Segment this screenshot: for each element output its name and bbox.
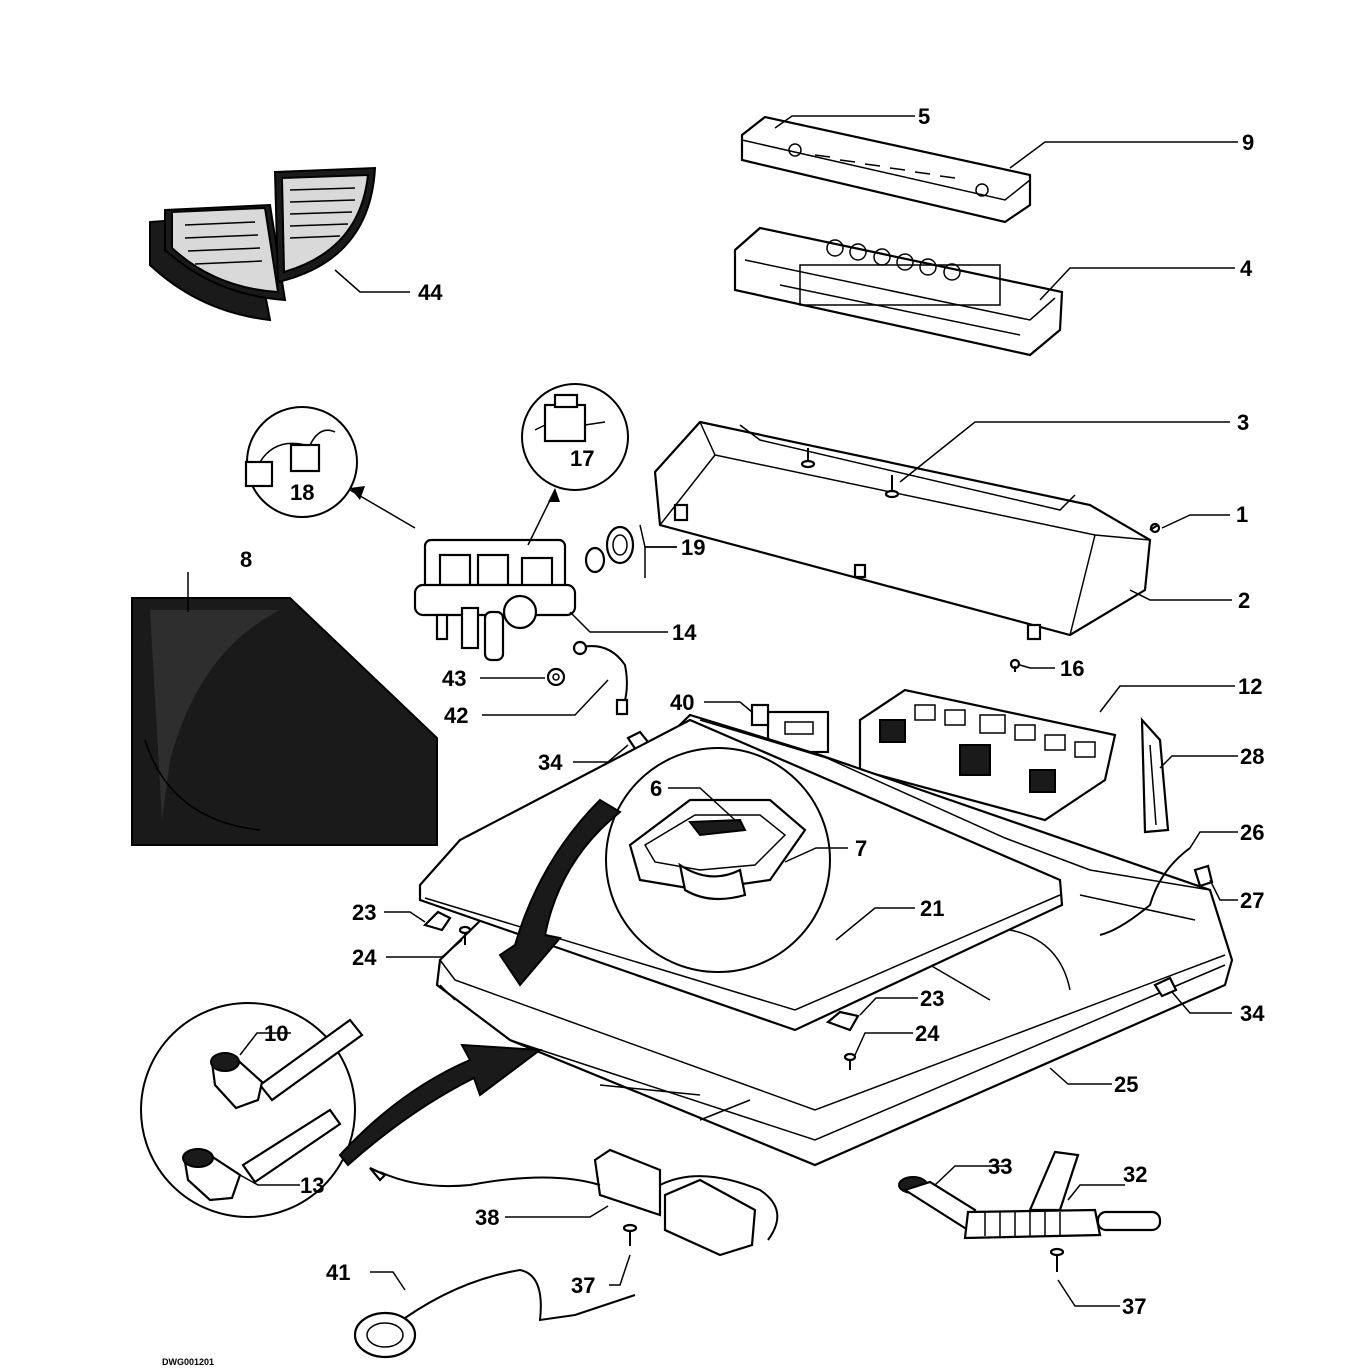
- callout-34-right: 34: [1240, 1001, 1265, 1026]
- callout-37: 37: [571, 1273, 595, 1298]
- callout-2: 2: [1238, 588, 1250, 613]
- part-19-filters: [584, 525, 635, 574]
- callout-26: 26: [1240, 820, 1264, 845]
- part-44-labels: [149, 166, 377, 322]
- part-26-hose: [1099, 847, 1191, 936]
- part-8-panel: [131, 597, 438, 846]
- callout-42: 42: [444, 703, 468, 728]
- part-37-screw-left: [622, 1223, 638, 1246]
- part-42-hose: [572, 640, 629, 716]
- callout-10: 10: [264, 1021, 288, 1046]
- part-43-nut: [546, 667, 566, 687]
- callout-18: 18: [290, 480, 314, 505]
- part-33-32-drain: [898, 1150, 1162, 1240]
- part-34-clip-right: [1153, 976, 1178, 998]
- part-23-foot-right: [825, 1010, 860, 1032]
- part-2-console: [653, 420, 1152, 641]
- callout-25: 25: [1114, 1072, 1138, 1097]
- part-23-foot-left: [422, 910, 452, 932]
- callout-13: 13: [300, 1173, 324, 1198]
- callout-8: 8: [240, 547, 252, 572]
- part-16-screw: [1009, 658, 1021, 672]
- part-28-bracket: [1140, 717, 1170, 834]
- callout-19: 19: [681, 535, 705, 560]
- callout-3: 3: [1237, 410, 1249, 435]
- callout-14: 14: [672, 620, 697, 645]
- callout-4: 4: [1240, 256, 1253, 281]
- callout-21: 21: [920, 896, 944, 921]
- callout-40: 40: [670, 690, 694, 715]
- callout-32: 32: [1123, 1162, 1147, 1187]
- callout-38: 38: [475, 1205, 499, 1230]
- part-3-screws: [800, 448, 900, 499]
- callout-28: 28: [1240, 744, 1264, 769]
- part-1-screw: [1149, 522, 1161, 534]
- detail-10-13-hoses: [140, 1002, 364, 1218]
- callout-24-right: 24: [915, 1021, 940, 1046]
- callout-44: 44: [418, 280, 443, 305]
- leader-lines: [187, 115, 1238, 1307]
- callout-7: 7: [855, 836, 867, 861]
- detail-17-connector: [521, 383, 629, 491]
- part-24-screw-left: [458, 925, 472, 945]
- callout-34: 34: [538, 750, 563, 775]
- callout-37-right: 37: [1122, 1294, 1146, 1319]
- callout-27: 27: [1240, 888, 1264, 913]
- callout-24: 24: [352, 945, 377, 970]
- part-41-plug: [353, 1268, 636, 1359]
- callout-41: 41: [326, 1260, 350, 1285]
- callout-9: 9: [1242, 130, 1254, 155]
- part-38-lid-lock: [369, 1148, 779, 1257]
- detail-6-7-dispenser: [605, 747, 831, 973]
- part-5-9-panel-cover: [740, 115, 1032, 224]
- part-14-inlet-valve: [413, 538, 577, 662]
- callout-33: 33: [988, 1154, 1012, 1179]
- part-27-clip: [1193, 864, 1214, 888]
- callout-43: 43: [442, 666, 466, 691]
- part-4-control-housing: [733, 226, 1064, 357]
- callout-12: 12: [1238, 674, 1262, 699]
- callout-23-right: 23: [920, 986, 944, 1011]
- callout-labels: 5 9 4 44 3 17 18 1 19 8 2 14 16 43 12 40…: [162, 104, 1265, 1367]
- callout-23: 23: [352, 900, 376, 925]
- drawing-number: DWG001201: [162, 1357, 214, 1367]
- part-24-screw-right: [843, 1052, 857, 1070]
- detail-18-connector: [244, 406, 358, 518]
- callout-17: 17: [570, 446, 594, 471]
- callout-5: 5: [918, 104, 930, 129]
- arrow-dispenser: [498, 798, 622, 987]
- callout-1: 1: [1236, 502, 1248, 527]
- arrow-hoses: [338, 1043, 543, 1167]
- callout-16: 16: [1060, 656, 1084, 681]
- callout-6: 6: [650, 776, 662, 801]
- part-37-screw-right: [1049, 1247, 1065, 1272]
